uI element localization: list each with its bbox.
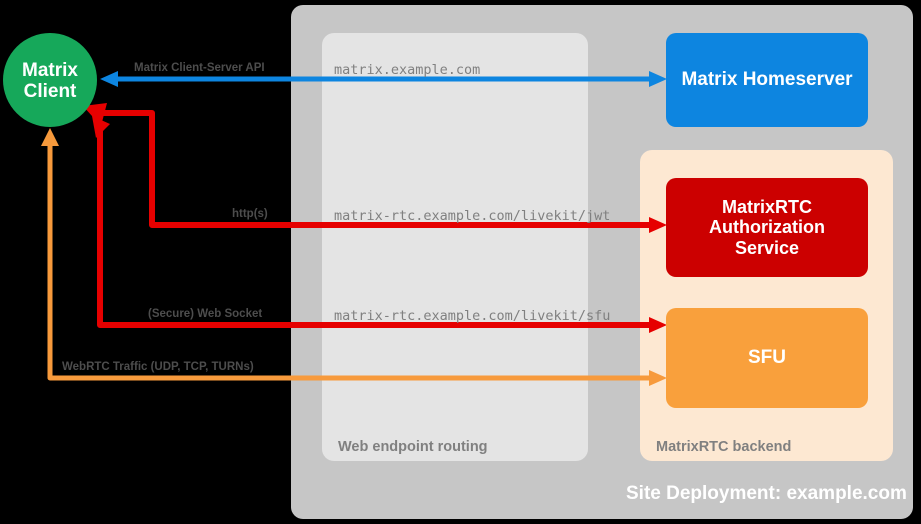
edge-label-http-s: http(s) (232, 208, 268, 220)
zone-site-deployment-label: Site Deployment: example.com (626, 483, 907, 504)
edge-endpoint-matrix-client-server-api: matrix.example.com (334, 62, 481, 78)
edge-label-webrtc-traffic: WebRTC Traffic (UDP, TCP, TURNs) (62, 361, 254, 373)
zone-matrixrtc-backend-label: MatrixRTC backend (656, 439, 792, 455)
edge-endpoint-http-s: matrix-rtc.example.com/livekit/jwt (334, 208, 611, 224)
edge-secure-web-socket (92, 116, 667, 333)
edge-matrix-client-server-api (100, 71, 667, 87)
node-matrix-homeserver[interactable] (666, 33, 868, 127)
node-matrixrtc-authorization-service[interactable] (666, 178, 868, 277)
node-matrix-client[interactable] (3, 33, 97, 127)
edge-webrtc-traffic (41, 128, 667, 386)
node-sfu[interactable] (666, 308, 868, 408)
edge-label-matrix-client-server-api: Matrix Client-Server API (134, 62, 265, 74)
edge-endpoint-secure-web-socket: matrix-rtc.example.com/livekit/sfu (334, 308, 611, 324)
edge-label-secure-web-socket: (Secure) Web Socket (148, 308, 263, 320)
zone-web-endpoint-routing (322, 33, 588, 461)
zone-web-endpoint-routing-label: Web endpoint routing (338, 439, 488, 455)
